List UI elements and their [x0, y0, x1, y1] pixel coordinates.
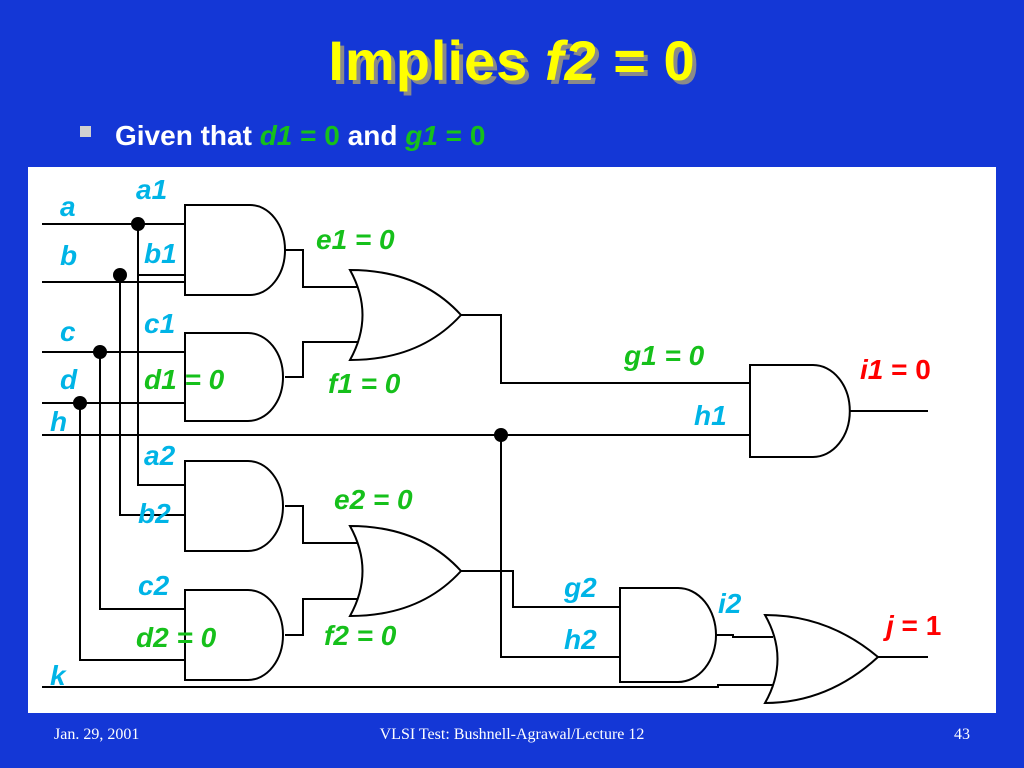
label-i1-var: i1 — [860, 354, 883, 385]
label-c: c — [60, 316, 76, 347]
and-gate-2 — [184, 332, 284, 422]
slide-title: Implies f2 = 0 — [0, 28, 1024, 93]
junction-d — [73, 396, 87, 410]
label-f2: f2 = 0 — [324, 620, 397, 651]
and-gate-1 — [184, 204, 286, 296]
label-g2: g2 — [563, 572, 597, 603]
label-a: a — [60, 191, 76, 222]
and-gate-i2 — [619, 587, 717, 683]
label-a1: a1 — [136, 174, 167, 205]
label-a2: a2 — [144, 440, 176, 471]
title-var: f2 — [544, 29, 597, 92]
bullet-d1: d1 — [259, 120, 293, 151]
label-f1: f1 = 0 — [328, 368, 401, 399]
title-prefix: Implies — [328, 29, 545, 92]
junction-a — [131, 217, 145, 231]
label-j-val: = 1 — [894, 610, 941, 641]
bullet-g1-val: = 0 — [437, 120, 486, 151]
title-suffix: = 0 — [596, 29, 696, 92]
label-e1: e1 = 0 — [316, 224, 395, 255]
junction-b — [113, 268, 127, 282]
bullet-and: and — [339, 120, 406, 151]
or-gate-1 — [348, 268, 463, 362]
circuit-diagram: a b c d h k a1 b1 c1 a2 b2 c2 h1 g2 h2 i… — [28, 167, 996, 713]
label-j: j = 1 — [882, 610, 941, 641]
junction-h — [494, 428, 508, 442]
label-b: b — [60, 240, 77, 271]
label-d: d — [60, 364, 78, 395]
label-k: k — [50, 660, 67, 691]
and-gate-3 — [184, 460, 284, 552]
footer-date: Jan. 29, 2001 — [54, 726, 140, 743]
or-gate-j — [763, 613, 880, 705]
label-e2: e2 = 0 — [334, 484, 413, 515]
label-d1: d1 = 0 — [144, 364, 225, 395]
label-d2: d2 = 0 — [136, 622, 217, 653]
label-c1: c1 — [144, 308, 175, 339]
or-gate-2 — [348, 524, 463, 618]
label-h: h — [50, 406, 67, 437]
footer-page-number: 43 — [954, 726, 970, 743]
junction-c — [93, 345, 107, 359]
bullet-lead: Given that — [115, 120, 260, 151]
label-b2: b2 — [138, 498, 171, 529]
label-c2: c2 — [138, 570, 170, 601]
footer-course: VLSI Test: Bushnell-Agrawal/Lecture 12 — [379, 726, 645, 743]
bullet-g1: g1 — [405, 120, 438, 151]
and-gate-4 — [184, 589, 284, 681]
bullet-given: Given that d1 = 0 and g1 = 0 — [80, 120, 485, 152]
label-i1: i1 = 0 — [860, 354, 931, 385]
label-h1: h1 — [694, 400, 727, 431]
label-g1: g1 = 0 — [623, 340, 705, 371]
label-h2: h2 — [564, 624, 597, 655]
bullet-d1-val: = 0 — [292, 120, 340, 151]
label-b1: b1 — [144, 238, 177, 269]
and-gate-i1 — [749, 364, 851, 458]
bullet-square-icon — [80, 126, 91, 138]
label-j-var: j — [882, 610, 895, 641]
label-i2: i2 — [718, 588, 742, 619]
label-i1-val: = 0 — [883, 354, 930, 385]
